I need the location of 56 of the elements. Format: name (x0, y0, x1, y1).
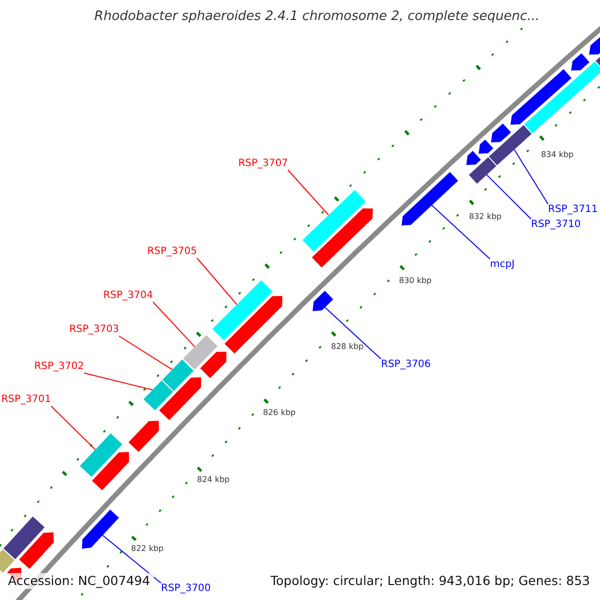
gene-segment (183, 335, 218, 370)
gene-segment (302, 190, 366, 252)
gene-segment (571, 53, 590, 70)
leader-line (324, 306, 382, 360)
gene-label: RSP_3706 (381, 359, 431, 371)
gene-segment (0, 549, 15, 573)
leader-line (118, 336, 173, 370)
leader-line (288, 170, 329, 216)
gene-segment (4, 516, 45, 560)
scale-label: 834 kbp (541, 149, 574, 161)
gene-segment (468, 157, 496, 184)
gene-segment (402, 172, 458, 226)
gene-segment (312, 290, 334, 312)
gene-segment (478, 140, 494, 154)
gene-segment (80, 433, 122, 477)
scale-label: 824 kbp (197, 474, 230, 486)
gene-label: RSP_3707 (238, 158, 288, 170)
accession-text: Accession: NC_007494 (4, 573, 154, 589)
gene-segment (466, 150, 481, 165)
gene-label: RSP_3700 (161, 583, 211, 595)
leader-line (196, 258, 238, 305)
leader-line (486, 174, 532, 220)
leader-line (102, 534, 162, 584)
gene-segment (491, 124, 511, 142)
gene-segment (212, 280, 273, 340)
gene-segment (92, 452, 129, 490)
gene-segment (162, 360, 194, 391)
gene-segment (200, 352, 226, 378)
gene-segment (524, 61, 600, 134)
scale-label: 822 kbp (131, 543, 164, 555)
leader-line (152, 302, 196, 348)
gene-segment (488, 125, 532, 166)
gene-label: RSP_3701 (1, 394, 51, 406)
map-title: Rhodobacter sphaeroides 2.4.1 chromosome 2, complete sequenc... (93, 11, 541, 23)
gene-label: RSP_3703 (69, 324, 119, 336)
leader-line (431, 204, 490, 260)
gene-segment (82, 510, 119, 549)
gene-segment (128, 420, 159, 452)
gene-segment (144, 380, 174, 410)
gene-label: RSP_3702 (34, 361, 84, 373)
gene-segment (510, 69, 572, 125)
gene-segment (312, 208, 373, 268)
gene-label: RSP_3710 (531, 219, 581, 231)
scale-label: 828 kbp (331, 341, 364, 353)
scale-label: 830 kbp (399, 275, 432, 287)
gene-label: RSP_3705 (147, 246, 197, 258)
leader-line (84, 372, 153, 390)
gene-segment (19, 532, 54, 569)
scale-label: 832 kbp (469, 211, 502, 223)
gene-label: RSP_3711 (548, 204, 598, 216)
gene-label: mcpJ (490, 259, 515, 271)
leader-line (50, 406, 96, 450)
gene-label: RSP_3704 (103, 290, 153, 302)
gene-segment (224, 296, 282, 354)
gene-segment (159, 377, 202, 420)
scale-label: 826 kbp (263, 407, 296, 419)
